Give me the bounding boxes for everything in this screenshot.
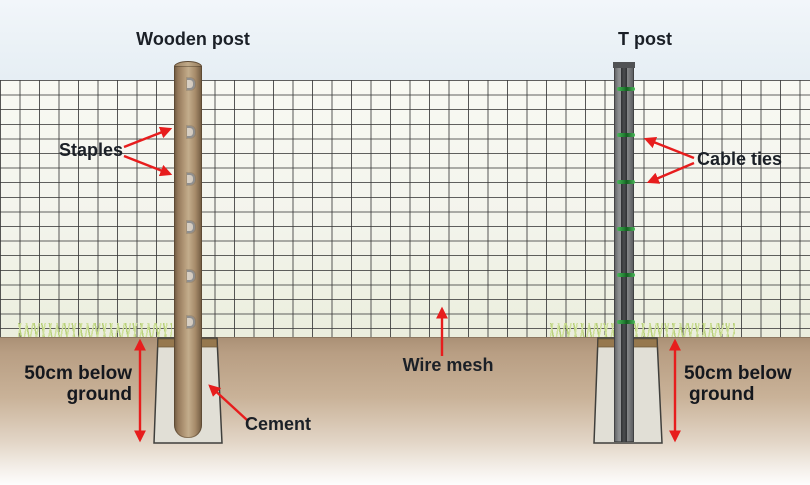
wooden-post	[174, 66, 202, 438]
depth-label-right: 50cm below ground	[684, 363, 810, 405]
t-post-title: T post	[618, 29, 672, 49]
sky-background	[0, 0, 810, 80]
cable-tie	[617, 87, 635, 91]
cable-tie	[617, 180, 635, 184]
cable-tie	[617, 273, 635, 277]
depth-left-line1: 50cm below	[24, 363, 132, 384]
cement-label: Cement	[245, 414, 312, 434]
staple	[187, 126, 195, 138]
wire-mesh-grid	[0, 80, 810, 337]
staple	[187, 221, 195, 233]
staple	[187, 78, 195, 90]
depth-left-line2: ground	[66, 384, 132, 405]
cable-tie	[617, 227, 635, 231]
staples-label: Staples	[58, 140, 123, 160]
grass-right	[550, 323, 735, 337]
depth-right-line1: 50cm below	[684, 363, 792, 384]
cable-ties-label: Cable ties	[697, 149, 783, 169]
t-post	[613, 62, 635, 442]
grass-left	[18, 323, 172, 337]
cable-tie	[617, 320, 635, 324]
wooden-post-title: Wooden post	[136, 29, 250, 49]
cable-tie	[617, 133, 635, 137]
staple	[187, 173, 195, 185]
staple	[187, 270, 195, 282]
depth-right-line2: ground	[689, 384, 755, 405]
depth-label-left: 50cm below ground	[14, 363, 132, 405]
t-post-top	[613, 62, 635, 68]
staple	[187, 316, 195, 328]
t-post-rib	[621, 62, 627, 442]
wire-mesh-label: Wire mesh	[402, 355, 494, 375]
